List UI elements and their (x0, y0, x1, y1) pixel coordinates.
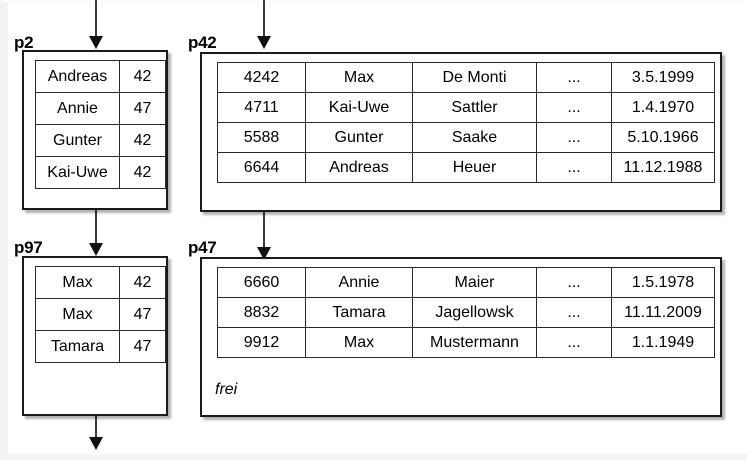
cell-value: 47 (119, 298, 166, 331)
cell-value: 47 (119, 92, 166, 125)
cell-lastname: Heuer (412, 152, 537, 183)
directory-table-p97[interactable]: Max 42 Max 47 Tamara 47 (35, 266, 166, 363)
cell-firstname: Max (305, 327, 413, 358)
cell-date: 5.10.1966 (611, 122, 715, 153)
table-row[interactable]: 4242 Max De Monti ... 3.5.1999 (217, 62, 715, 93)
table-row[interactable]: Max 47 (35, 298, 166, 331)
arrow-into-p2-head (89, 36, 103, 49)
cell-value: 42 (119, 60, 166, 93)
cell-date: 11.11.2009 (611, 297, 715, 328)
cell-date: 1.5.1978 (611, 267, 715, 298)
cell-key: Tamara (35, 330, 120, 363)
table-row[interactable]: 5588 Gunter Saake ... 5.10.1966 (217, 122, 715, 153)
cell-id: 4242 (217, 62, 306, 93)
cell-lastname: Saake (412, 122, 537, 153)
data-table-p47[interactable]: 6660 Annie Maier ... 1.5.1978 8832 Tamar… (217, 267, 715, 358)
arrow-into-p42-line (263, 0, 265, 38)
page-label-p2: p2 (14, 33, 34, 52)
cell-ellipsis: ... (536, 62, 612, 93)
arrow-out-of-p97-line (95, 414, 97, 444)
cell-id: 9912 (217, 327, 306, 358)
directory-table-p2[interactable]: Andreas 42 Annie 47 Gunter 42 Kai-Uwe 42 (35, 60, 166, 189)
cell-firstname: Andreas (305, 152, 413, 183)
cell-ellipsis: ... (536, 92, 612, 123)
table-row[interactable]: 6644 Andreas Heuer ... 11.12.1988 (217, 152, 715, 183)
cell-id: 6660 (217, 267, 306, 298)
table-row[interactable]: Kai-Uwe 42 (35, 156, 166, 189)
arrow-p2-to-p97-line (95, 208, 97, 246)
cell-id: 4711 (217, 92, 306, 123)
cell-lastname: Sattler (412, 92, 537, 123)
cell-date: 11.12.1988 (611, 152, 715, 183)
cell-date: 1.4.1970 (611, 92, 715, 123)
cell-firstname: Tamara (305, 297, 413, 328)
cell-date: 3.5.1999 (611, 62, 715, 93)
table-row[interactable]: Andreas 42 (35, 60, 166, 93)
table-row[interactable]: 8832 Tamara Jagellowsk ... 11.11.2009 (217, 297, 715, 328)
cell-id: 6644 (217, 152, 306, 183)
cell-firstname: Annie (305, 267, 413, 298)
page-label-p42: p42 (188, 33, 217, 52)
arrow-p2-to-p97-head (89, 243, 103, 256)
free-space-label: frei (215, 381, 238, 398)
arrow-out-of-p97-head (89, 437, 103, 450)
cell-value: 47 (119, 330, 166, 363)
cell-key: Max (35, 266, 120, 299)
cell-firstname: Kai-Uwe (305, 92, 413, 123)
cell-value: 42 (119, 266, 166, 299)
cell-key: Annie (35, 92, 120, 125)
cell-id: 5588 (217, 122, 306, 153)
arrow-p42-to-p47-head (257, 247, 271, 260)
cell-ellipsis: ... (536, 267, 612, 298)
cell-firstname: Gunter (305, 122, 413, 153)
cell-ellipsis: ... (536, 152, 612, 183)
arrow-p42-to-p47-line (263, 212, 265, 250)
cell-firstname: Max (305, 62, 413, 93)
cell-value: 42 (119, 156, 166, 189)
cell-date: 1.1.1949 (611, 327, 715, 358)
cell-key: Gunter (35, 124, 120, 157)
table-row[interactable]: Tamara 47 (35, 330, 166, 363)
arrow-into-p2-line (95, 0, 97, 38)
cell-key: Kai-Uwe (35, 156, 120, 189)
data-table-p42[interactable]: 4242 Max De Monti ... 3.5.1999 4711 Kai-… (217, 62, 715, 183)
table-row[interactable]: 9912 Max Mustermann ... 1.1.1949 (217, 327, 715, 358)
cell-lastname: Maier (412, 267, 537, 298)
cell-ellipsis: ... (536, 122, 612, 153)
table-row[interactable]: 6660 Annie Maier ... 1.5.1978 (217, 267, 715, 298)
cell-key: Max (35, 298, 120, 331)
table-row[interactable]: Annie 47 (35, 92, 166, 125)
cell-ellipsis: ... (536, 297, 612, 328)
arrow-into-p42-head (257, 36, 271, 49)
cell-ellipsis: ... (536, 327, 612, 358)
page-label-p47: p47 (188, 238, 217, 257)
table-row[interactable]: Gunter 42 (35, 124, 166, 157)
table-row[interactable]: Max 42 (35, 266, 166, 299)
cell-key: Andreas (35, 60, 120, 93)
table-row[interactable]: 4711 Kai-Uwe Sattler ... 1.4.1970 (217, 92, 715, 123)
cell-lastname: De Monti (412, 62, 537, 93)
cell-lastname: Jagellowsk (412, 297, 537, 328)
cell-lastname: Mustermann (412, 327, 537, 358)
cell-value: 42 (119, 124, 166, 157)
cell-id: 8832 (217, 297, 306, 328)
page-label-p97: p97 (14, 238, 43, 257)
